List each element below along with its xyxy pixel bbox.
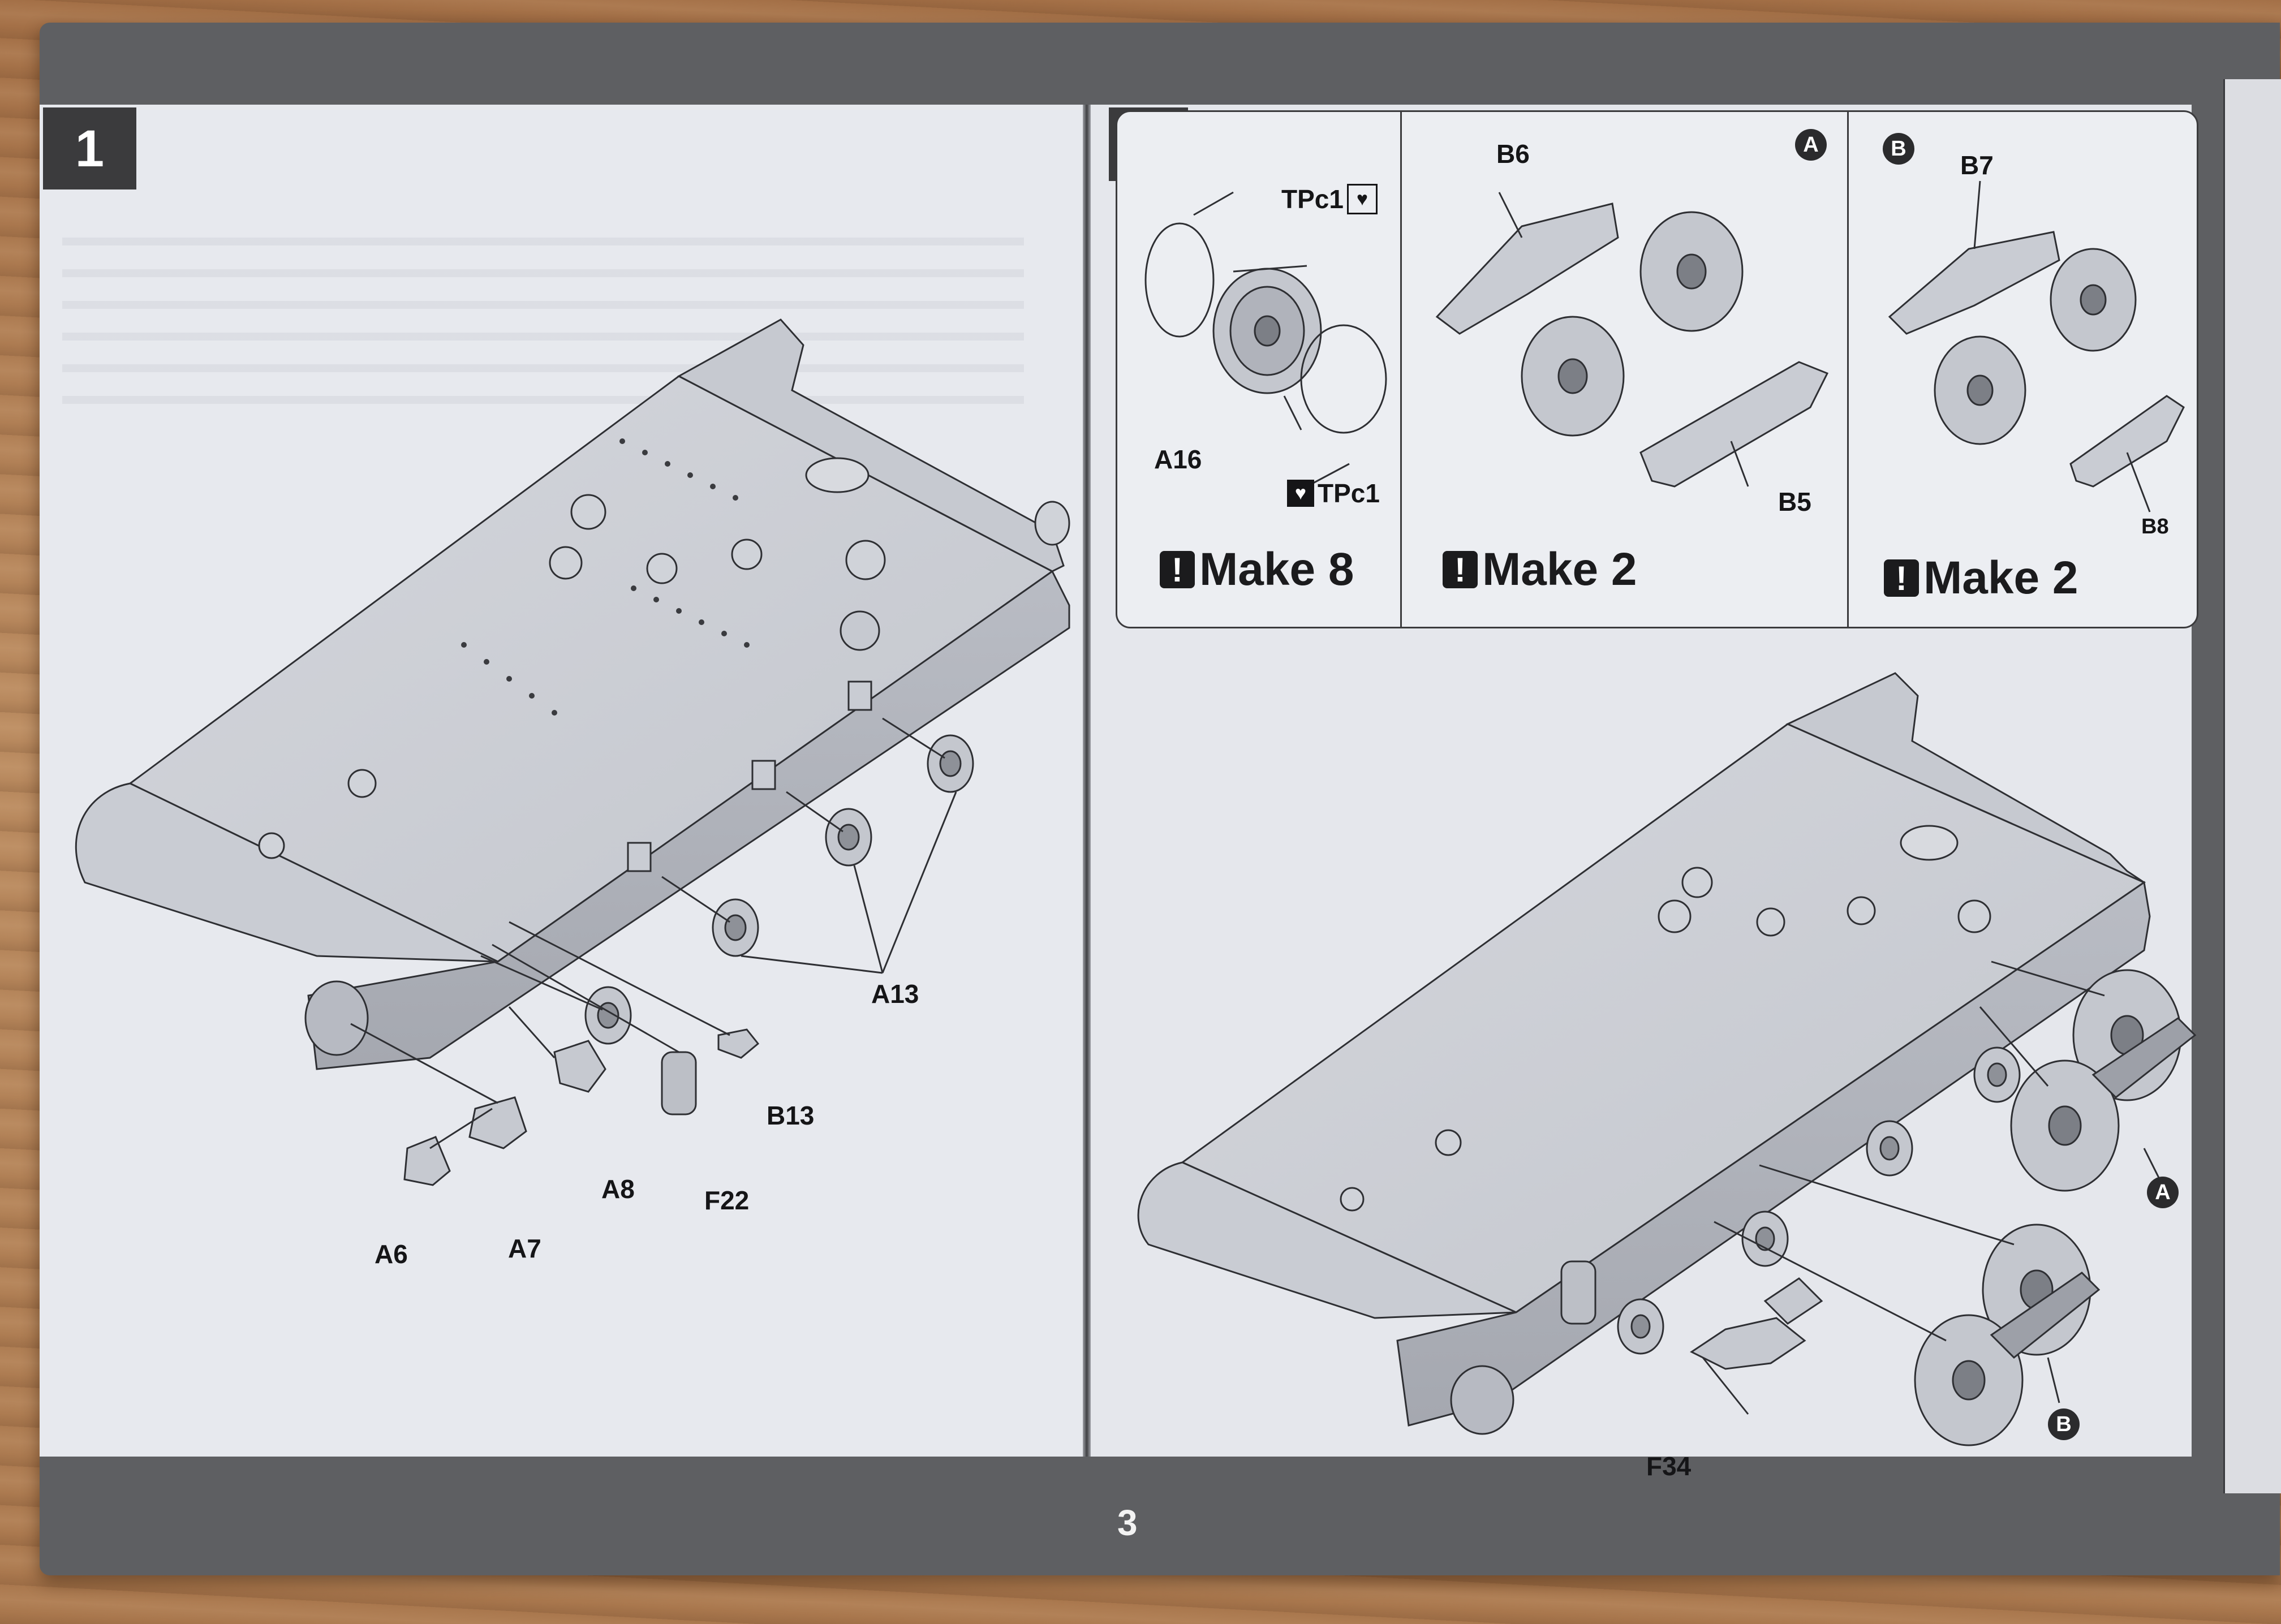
part-label-b8: B8 xyxy=(2141,515,2169,539)
tpc1-bottom-text: TPc1 xyxy=(1318,479,1380,508)
bleed-through-text-block xyxy=(62,238,1024,424)
step1-rivets xyxy=(461,438,750,716)
broken-heart-icon: ♥ xyxy=(1346,184,1378,214)
make-2-text-b: Make 2 xyxy=(1923,552,2078,604)
exclamation-icon: ! xyxy=(1443,551,1478,589)
booklet-spine xyxy=(1083,105,1091,1457)
page-number: 3 xyxy=(1117,1502,1138,1543)
tpc1-top-text: TPc1 xyxy=(1281,184,1344,214)
part-label-f34: F34 xyxy=(1646,1451,1692,1481)
part-label-a8: A8 xyxy=(601,1174,635,1204)
make-2-instruction-b: ! Make 2 xyxy=(1884,552,2078,605)
step2-attached-bogies xyxy=(1914,969,2197,1446)
panel-a-mark: A xyxy=(1795,129,1827,161)
make-8-instruction: ! Make 8 xyxy=(1160,543,1354,596)
step1-road-wheels xyxy=(584,734,974,1045)
step1-leader-lines xyxy=(350,717,957,1149)
exclamation-icon: ! xyxy=(1884,559,1919,597)
subpanel-divider-1 xyxy=(1400,112,1402,627)
part-label-a16: A16 xyxy=(1154,445,1202,474)
part-label-a7: A7 xyxy=(508,1234,541,1263)
step2-road-wheels xyxy=(1617,1046,2021,1355)
step1-hull xyxy=(75,318,1070,1070)
subpanel-divider-2 xyxy=(1847,112,1849,627)
assembly-mark-b: B xyxy=(2048,1408,2080,1440)
part-label-tpc1-top: TPc1 ♥ xyxy=(1281,184,1378,214)
panel-b-mark: B xyxy=(1883,133,1914,165)
make-8-text: Make 8 xyxy=(1199,544,1354,595)
step2-f34-parts xyxy=(1560,1260,1823,1370)
part-label-a13: A13 xyxy=(871,979,919,1009)
part-label-b13: B13 xyxy=(767,1101,815,1130)
make-2-instruction-a: ! Make 2 xyxy=(1443,543,1637,596)
next-page-edge xyxy=(2223,79,2281,1493)
make-2-text-a: Make 2 xyxy=(1482,544,1637,595)
assembly-mark-a: A xyxy=(2147,1177,2179,1208)
part-label-a6: A6 xyxy=(375,1239,408,1269)
step2-a-bogie xyxy=(1435,203,1829,488)
broken-heart-icon: ♥ xyxy=(1287,480,1314,507)
step2-wheel-with-tires xyxy=(1144,222,1387,434)
step1-small-parts xyxy=(403,1028,760,1186)
part-label-tpc1-bottom: ♥ TPc1 xyxy=(1287,478,1380,509)
part-label-b6: B6 xyxy=(1496,139,1530,169)
part-label-b7: B7 xyxy=(1960,150,1994,180)
step-number-1: 1 xyxy=(43,107,136,189)
step2-b-bogie xyxy=(1888,231,2185,488)
exclamation-icon: ! xyxy=(1160,551,1195,589)
part-label-f22: F22 xyxy=(704,1186,750,1215)
part-label-b5: B5 xyxy=(1778,487,1811,516)
